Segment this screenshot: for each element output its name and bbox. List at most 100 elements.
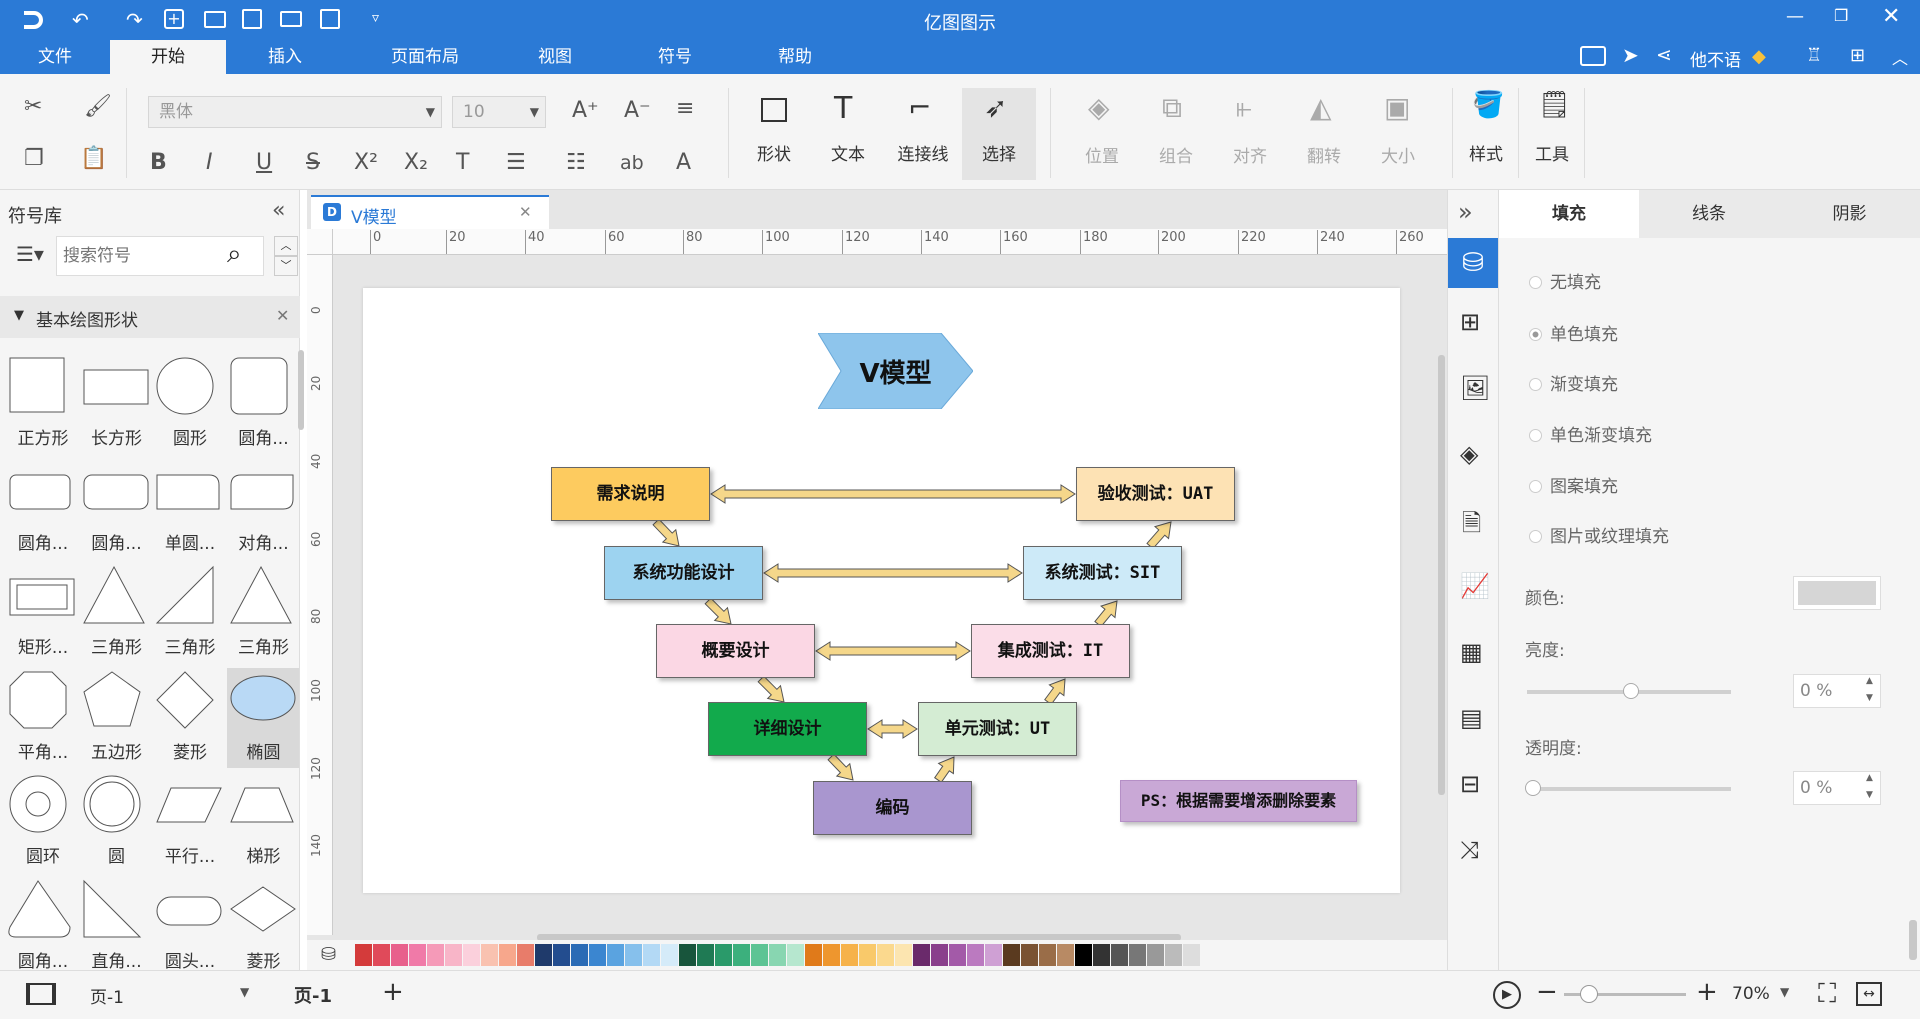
paste-icon[interactable]: 📋 xyxy=(80,146,108,171)
text-tool[interactable]: T 文本 xyxy=(822,88,874,178)
arrow-integration-test-to-system-test[interactable] xyxy=(1094,600,1118,628)
data-panel-icon[interactable]: ▤ xyxy=(1460,704,1483,732)
color-swatch[interactable] xyxy=(1003,944,1020,966)
panel-scrollbar[interactable] xyxy=(1909,920,1917,960)
color-swatch[interactable] xyxy=(499,944,516,966)
skin-icon[interactable]: ♖ xyxy=(1806,45,1823,66)
color-swatch[interactable] xyxy=(841,944,858,966)
redo-icon[interactable]: ↷ xyxy=(126,8,143,32)
color-swatch[interactable] xyxy=(787,944,804,966)
menu-file[interactable]: 文件 xyxy=(38,47,72,67)
arrow-outline-design-integration-test[interactable] xyxy=(815,641,971,661)
shape-item-triangle-1[interactable]: 三角形 xyxy=(80,563,152,663)
color-swatch[interactable] xyxy=(643,944,660,966)
symbols-panel-icon[interactable]: ⊞ xyxy=(1460,308,1481,336)
color-swatch[interactable] xyxy=(517,944,534,966)
box-coding[interactable]: 编码 xyxy=(813,781,972,835)
radio-texture-fill[interactable]: 图片或纹理填充 xyxy=(1529,522,1669,547)
shape-item-trapezoid[interactable]: 梯形 xyxy=(227,772,299,872)
shape-item-circle-double[interactable]: 圆 xyxy=(80,772,152,872)
color-swatch[interactable] xyxy=(1165,944,1182,966)
color-swatch[interactable] xyxy=(1111,944,1128,966)
text-format-icon[interactable]: T xyxy=(456,150,470,175)
close-tab-icon[interactable]: ✕ xyxy=(519,203,532,221)
menu-symbol[interactable]: 符号 xyxy=(658,47,692,67)
color-swatch[interactable] xyxy=(679,944,696,966)
shape-item-circle[interactable]: 圆形 xyxy=(153,354,225,454)
align-tool[interactable]: ⫦ 对齐 xyxy=(1224,88,1276,178)
text-case-icon[interactable]: ab xyxy=(620,152,644,174)
bold-icon[interactable]: B xyxy=(150,150,167,175)
shape-item-frame-rect[interactable]: 矩形... xyxy=(6,563,78,663)
shape-item-rectangle[interactable]: 长方形 xyxy=(80,354,152,454)
shape-item-parallelogram[interactable]: 平行... xyxy=(153,772,225,872)
italic-icon[interactable]: I xyxy=(206,150,213,175)
restore-icon[interactable]: ❐ xyxy=(1834,6,1849,25)
arrow-requirements-acceptance[interactable] xyxy=(710,484,1076,504)
color-swatch[interactable] xyxy=(733,944,750,966)
color-swatch[interactable] xyxy=(1183,944,1200,966)
brightness-slider-handle[interactable] xyxy=(1623,683,1639,699)
tab-line[interactable]: 线条 xyxy=(1639,190,1779,238)
symbol-search-field[interactable]: ⌕ xyxy=(56,236,264,276)
shape-item-pentagon[interactable]: 五边形 xyxy=(80,668,152,768)
color-swatch[interactable] xyxy=(355,944,372,966)
layers-panel-icon[interactable]: ◈ xyxy=(1460,440,1479,468)
shape-item-right-angle-triangle[interactable]: 直角... xyxy=(80,877,152,977)
radio-single-gradient-fill[interactable]: 单色渐变填充 xyxy=(1529,421,1652,446)
tools-tool[interactable]: 🗒 工具 xyxy=(1526,88,1578,178)
color-swatch[interactable] xyxy=(715,944,732,966)
shape-item-diamond-1[interactable]: 菱形 xyxy=(153,668,225,768)
shape-item-pill[interactable]: 圆头... xyxy=(153,877,225,977)
title-chevron-shape[interactable]: V模型 xyxy=(818,333,973,409)
color-swatch[interactable] xyxy=(409,944,426,966)
transparency-slider-track[interactable] xyxy=(1527,787,1731,791)
decrease-font-icon[interactable]: A⁻ xyxy=(624,98,651,123)
color-swatch[interactable] xyxy=(463,944,480,966)
radio-solid-fill[interactable]: 单色填充 xyxy=(1529,320,1618,345)
color-swatch[interactable] xyxy=(895,944,912,966)
style-tool[interactable]: 🪣 样式 xyxy=(1460,88,1512,178)
menu-home[interactable]: 开始 xyxy=(110,40,226,74)
scroll-down-icon[interactable]: ﹀ xyxy=(274,256,298,276)
shape-tool[interactable]: 形状 xyxy=(748,88,800,178)
fit-page-icon[interactable]: ↔ xyxy=(1856,982,1882,1006)
print-icon[interactable] xyxy=(280,11,302,27)
shape-item-single-rounded-rect[interactable]: 单圆... xyxy=(153,459,225,559)
brightness-input[interactable]: 0 % ▲ ▼ xyxy=(1793,674,1881,708)
shape-item-diamond-2[interactable]: 菱形 xyxy=(227,877,299,977)
box-unit-test[interactable]: 单元测试：UT xyxy=(918,702,1077,756)
color-swatch[interactable] xyxy=(1057,944,1074,966)
page-tab[interactable]: 页-1 xyxy=(294,986,332,1007)
canvas-horizontal-scrollbar[interactable] xyxy=(537,934,1181,941)
menu-page-layout[interactable]: 页面布局 xyxy=(391,47,459,67)
color-swatch[interactable] xyxy=(571,944,588,966)
color-swatch[interactable] xyxy=(589,944,606,966)
color-swatch[interactable] xyxy=(805,944,822,966)
color-picker[interactable] xyxy=(1793,576,1881,610)
close-group-icon[interactable]: ✕ xyxy=(276,306,290,325)
color-swatch[interactable] xyxy=(553,944,570,966)
fullscreen-icon[interactable]: ⛶ xyxy=(1818,979,1837,1009)
color-swatch[interactable] xyxy=(697,944,714,966)
color-swatch[interactable] xyxy=(373,944,390,966)
fill-panel-icon[interactable]: ⛁ xyxy=(1448,238,1498,288)
arrow-outline-design-to-detail-design[interactable] xyxy=(757,675,785,703)
color-swatch[interactable] xyxy=(751,944,768,966)
color-swatch[interactable] xyxy=(1147,944,1164,966)
box-acceptance-test[interactable]: 验收测试：UAT xyxy=(1076,467,1235,521)
color-swatch[interactable] xyxy=(535,944,552,966)
color-swatch[interactable] xyxy=(859,944,876,966)
page-selector[interactable]: 页-1 ▼ xyxy=(90,983,256,1009)
menu-help[interactable]: 帮助 xyxy=(778,47,812,67)
canvas-vertical-scrollbar[interactable] xyxy=(1438,355,1445,795)
image-panel-icon[interactable]: 🖼 xyxy=(1460,374,1491,402)
stepper-down-icon[interactable]: ▼ xyxy=(1866,790,1873,800)
save-icon[interactable] xyxy=(242,9,262,29)
color-swatch[interactable] xyxy=(823,944,840,966)
superscript-icon[interactable]: X² xyxy=(354,150,378,175)
arrow-detail-design-to-coding[interactable] xyxy=(827,753,854,781)
shuffle-panel-icon[interactable]: ⤨ xyxy=(1460,836,1480,864)
color-swatch[interactable] xyxy=(391,944,408,966)
tab-shadow[interactable]: 阴影 xyxy=(1779,190,1920,238)
